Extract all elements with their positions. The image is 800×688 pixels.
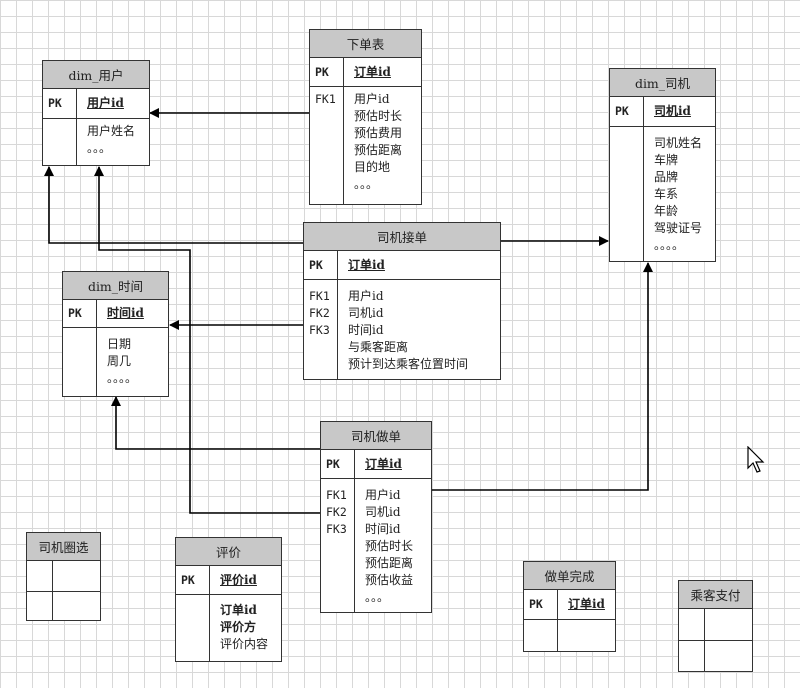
attr-field: 预估费用 — [354, 126, 403, 140]
fk-key: FK1 — [309, 289, 330, 303]
attr-field: 预估收益 — [365, 573, 414, 587]
attr-field: 。。。。 — [654, 238, 685, 252]
attr-field: 预估时长 — [365, 539, 414, 553]
entity-title: 司机做单 — [321, 422, 431, 450]
pk-key: PK — [43, 89, 77, 118]
pk-key: PK — [63, 300, 97, 327]
dim-user-entity[interactable]: dim_用户 PK 用户id 用户姓名 。。。 — [42, 60, 150, 166]
driver-accept-entity[interactable]: 司机接单 PK 订单id FK1 FK2 FK3 用户id 司机id 时间id … — [303, 222, 501, 380]
attr-field: 司机姓名 — [654, 136, 703, 150]
review-entity[interactable]: 评价 PK 评价id 订单id 评价方 评价内容 — [175, 537, 282, 662]
line-zuodan-to-time — [111, 396, 320, 450]
pk-field: 时间id — [107, 306, 144, 320]
attr-field: 日期 — [107, 337, 132, 351]
fk-key: FK1 — [326, 488, 347, 502]
line-zuodan-to-driver — [432, 262, 653, 491]
entity-title: 下单表 — [310, 30, 421, 58]
entity-title: 评价 — [176, 538, 281, 566]
entity-title: 司机接单 — [304, 223, 500, 251]
order-entity[interactable]: 下单表 PK 订单id FK1 用户id 预估时长 预估费用 预估距离 目的地 … — [309, 29, 422, 205]
attr-field: 目的地 — [354, 160, 391, 174]
attr-field: 车牌 — [654, 153, 679, 167]
mouse-pointer-icon — [747, 446, 765, 473]
attr-field: 预估时长 — [354, 109, 403, 123]
pk-field: 订单id — [365, 456, 402, 471]
attr-field: 驾驶证号 — [654, 221, 703, 235]
pk-field: 评价id — [220, 572, 257, 587]
attr-field: 订单id — [220, 603, 257, 617]
dim-driver-entity[interactable]: dim_司机 PK 司机id 司机姓名 车牌 品牌 车系 年龄 驾驶证号 。。。… — [609, 68, 716, 262]
attr-field: 周几 — [107, 354, 132, 368]
line-zuodan-to-user — [94, 166, 320, 514]
fk-key: FK2 — [309, 306, 330, 320]
driver-work-entity[interactable]: 司机做单 PK 订单id FK1 FK2 FK3 用户id 司机id 时间id … — [320, 421, 432, 613]
attr-field: 评价方 — [220, 620, 257, 634]
attr-field: 。。。。 — [107, 371, 138, 385]
fk-key: FK1 — [315, 92, 336, 106]
entity-title: dim_司机 — [610, 69, 715, 97]
attr-field: 品牌 — [654, 170, 679, 184]
pk-field: 订单id — [354, 64, 391, 79]
attr-field: 司机id — [348, 306, 384, 320]
driver-circle-entity[interactable]: 司机圈选 — [26, 532, 101, 621]
pk-field: 用户id — [87, 96, 124, 110]
dim-time-entity[interactable]: dim_时间 PK 时间id 日期 周几 。。。。 — [62, 271, 169, 397]
attr-field: 年龄 — [654, 204, 679, 218]
pk-key: PK — [310, 58, 344, 86]
passenger-pay-entity[interactable]: 乘客支付 — [678, 580, 753, 672]
pk-field: 司机id — [654, 104, 691, 118]
attr-field: 用户id — [348, 289, 384, 303]
attr-field: 司机id — [365, 505, 401, 519]
attr-field: 。。。 — [87, 141, 112, 155]
entity-title: dim_时间 — [63, 272, 168, 300]
entity-title: 司机圈选 — [27, 533, 100, 561]
line-accept-to-user — [44, 166, 303, 244]
pk-key: PK — [610, 97, 644, 126]
attr-field: 用户姓名 — [87, 124, 136, 138]
attr-field: 用户id — [354, 92, 390, 106]
attr-field: 车系 — [654, 187, 679, 201]
pk-field: 订单id — [348, 257, 385, 272]
fk-key: FK3 — [326, 522, 347, 536]
pk-key: PK — [321, 450, 355, 478]
attr-field: 评价内容 — [220, 637, 269, 651]
attr-field: 。。。 — [354, 177, 379, 191]
pk-key: PK — [304, 251, 338, 279]
attr-field: 用户id — [365, 488, 401, 502]
attr-field: 。。。 — [365, 590, 390, 604]
pk-key: PK — [524, 590, 558, 619]
pk-key: PK — [176, 566, 210, 594]
entity-title: dim_用户 — [43, 61, 149, 89]
fk-key: FK3 — [309, 323, 330, 337]
attr-field: 预计到达乘客位置时间 — [348, 357, 469, 371]
attr-field: 与乘客距离 — [348, 340, 409, 354]
attr-field: 预估距离 — [354, 143, 403, 157]
pk-field: 订单id — [568, 597, 605, 611]
fk-key: FK2 — [326, 505, 347, 519]
attr-field: 预估距离 — [365, 556, 414, 570]
attr-field: 时间id — [365, 522, 401, 536]
entity-title: 做单完成 — [524, 562, 615, 590]
work-done-entity[interactable]: 做单完成 PK 订单id — [523, 561, 616, 652]
entity-title: 乘客支付 — [679, 581, 752, 609]
attr-field: 时间id — [348, 323, 384, 337]
